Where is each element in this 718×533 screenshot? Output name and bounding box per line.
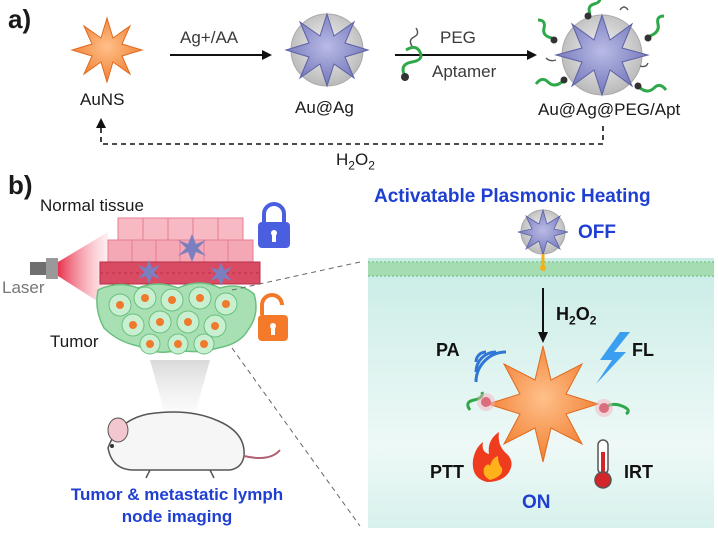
reverse-h2o2-label: H2O2 [336, 150, 375, 173]
normal-tissue-label: Normal tissue [40, 196, 144, 215]
imaging-caption: Tumor & metastatic lymph node imaging [52, 484, 302, 528]
pa-wave-icon [474, 350, 507, 383]
peg-icon [409, 27, 419, 47]
irt-thermometer-icon [594, 439, 612, 489]
auag-particle [284, 12, 370, 88]
zoom-lines [231, 261, 361, 527]
step1-label: Ag+/AA [180, 28, 239, 47]
mode-fl: FL [632, 340, 654, 360]
lock-open-icon [258, 293, 288, 341]
lock-closed-icon [258, 202, 290, 248]
normal-tissue [99, 217, 261, 286]
tumor-label: Tumor [50, 332, 99, 351]
released-aptamer-right [595, 399, 630, 417]
auns-star [70, 16, 144, 84]
mode-irt: IRT [624, 462, 653, 482]
off-particle [517, 208, 569, 271]
mode-ptt: PTT [430, 462, 464, 482]
auag-peg-apt-particle [534, 0, 668, 97]
auns-label: AuNS [80, 90, 125, 109]
mouse-figure [107, 411, 281, 479]
aptamer-label: Aptamer [432, 62, 497, 81]
auag-label: Au@Ag [295, 98, 354, 117]
laser-beam [58, 232, 108, 308]
mode-pa: PA [436, 340, 460, 360]
laser-device [30, 258, 58, 279]
off-label: OFF [578, 222, 616, 243]
h2o2-label: H2O2 [556, 304, 597, 328]
plasmonic-title: Activatable Plasmonic Heating [374, 186, 651, 207]
imaging-caption-line2: node imaging [121, 507, 233, 526]
laser-label: Laser [2, 278, 45, 297]
panel-b-label: b) [8, 170, 33, 200]
released-aptamer-left [466, 391, 495, 411]
tumor-tissue [96, 282, 257, 355]
h2o2-arrow [538, 288, 548, 343]
imaging-caption-line1: Tumor & metastatic lymph [70, 485, 284, 504]
on-label: ON [522, 492, 551, 513]
arrow-step1 [170, 50, 272, 60]
arrow-step2 [395, 50, 537, 60]
auag-peg-apt-label: Au@Ag@PEG/Apt [538, 100, 681, 119]
on-star [486, 345, 600, 463]
ptt-fire-icon [472, 432, 512, 482]
peg-label: PEG [440, 28, 476, 47]
fl-lightning-icon [596, 332, 630, 384]
aptamer-icon [401, 45, 423, 81]
panel-a-label: a) [8, 4, 32, 34]
reverse-arrow [96, 118, 604, 145]
